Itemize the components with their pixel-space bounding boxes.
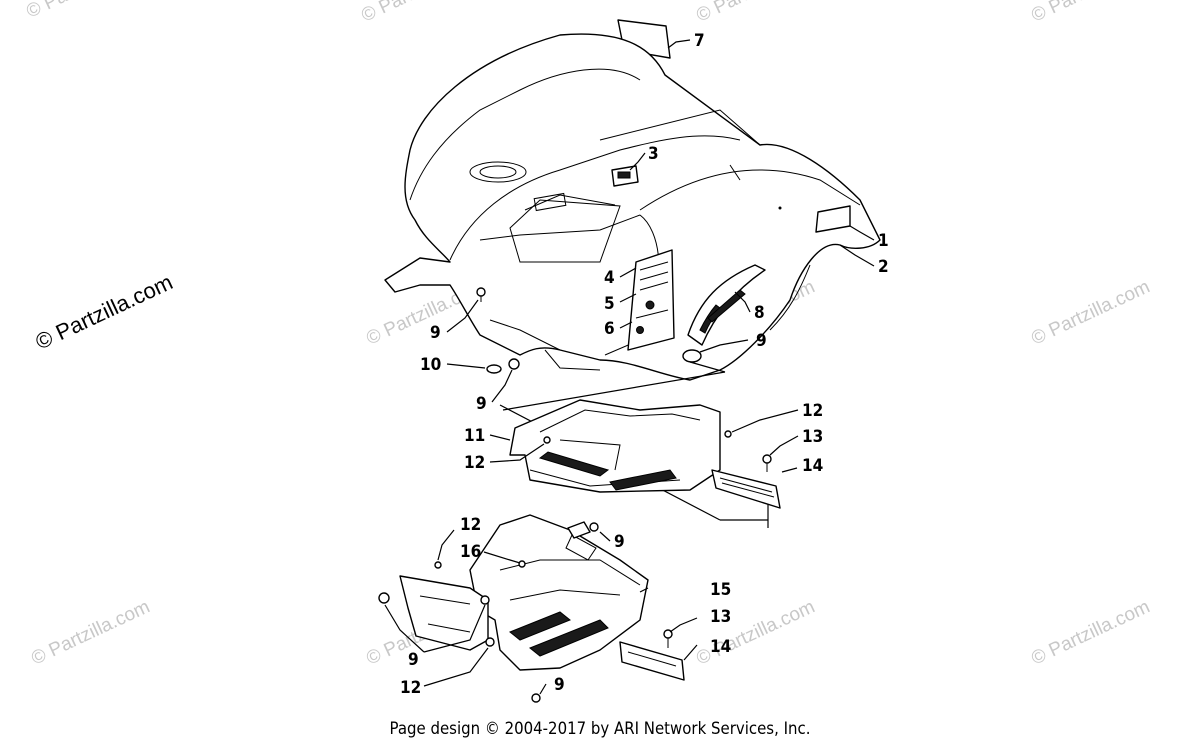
side-panel-lower-left [399,575,489,651]
side-decal-8 [687,264,766,346]
watermark: © Partzilla.com [1028,596,1153,669]
warning-decals-4-5-6 [627,249,675,351]
callout-12: 12 [802,401,823,421]
callout-5: 5 [604,294,615,314]
page-footer-copyright: Page design © 2004-2017 by ARI Network S… [389,719,811,739]
callout-12: 12 [464,453,485,473]
fastener-9-right [682,349,702,363]
fastener-9-upper-left [476,287,486,302]
callout-8: 8 [754,303,765,323]
callout-10: 10 [420,355,441,375]
callout-3: 3 [648,144,659,164]
callout-7: 7 [694,31,705,51]
callout-9: 9 [554,675,565,695]
fastener-9-lower-group [378,522,599,703]
callout-12: 12 [400,678,421,698]
footrest-14-upper [711,469,781,509]
callout-14: 14 [710,637,731,657]
watermark: © Partzilla.com [1028,276,1153,349]
callout-12: 12 [460,515,481,535]
partzilla-watermark: © Partzilla.com [32,269,177,354]
callout-labels: 7 3 1 2 4 5 6 8 9 9 10 9 11 12 12 13 14 … [400,31,889,698]
screw-13-upper [762,454,772,472]
callout-11: 11 [464,426,485,446]
callout-1: 1 [878,231,889,251]
decal-3 [611,165,639,187]
callout-14: 14 [802,456,823,476]
floorboard-15 [469,514,649,671]
footrest-14-lower [619,641,685,681]
callout-15: 15 [710,580,731,600]
watermark: © Partzilla.com [28,596,153,669]
washer-10 [486,364,502,374]
leader-lines [384,39,875,695]
callout-13: 13 [710,607,731,627]
fastener-9-lower-left [508,358,520,370]
callout-4: 4 [604,268,615,288]
callout-9: 9 [476,394,487,414]
watermark: © Partzilla.com [693,0,818,27]
watermark: © Partzilla.com [23,0,148,23]
callout-6: 6 [604,319,615,339]
callout-9: 9 [756,331,767,351]
callout-9: 9 [614,532,625,552]
callout-2: 2 [878,257,889,277]
floorboard-11 [509,399,732,493]
watermark: © Partzilla.com [358,0,483,27]
callout-9: 9 [430,323,441,343]
callout-16: 16 [460,542,481,562]
callout-13: 13 [802,427,823,447]
screw-13-lower [663,629,673,648]
watermark: © Partzilla.com [1028,0,1153,27]
callout-9: 9 [408,650,419,670]
